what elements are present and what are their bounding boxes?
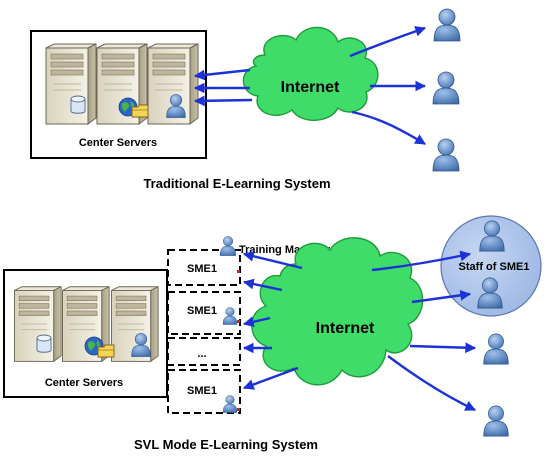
cloud-label: Internet bbox=[281, 79, 340, 96]
user-icon bbox=[483, 405, 509, 437]
status-dot bbox=[237, 408, 240, 411]
traditional-diagram: Center Servers Internet Traditional E-Le… bbox=[30, 8, 461, 191]
user-icon bbox=[219, 236, 237, 256]
sme-slot-label: ... bbox=[197, 348, 206, 360]
user-icon bbox=[432, 71, 460, 105]
arrow-icon bbox=[242, 250, 477, 412]
database-icon bbox=[70, 95, 86, 114]
sme-slot-label: SME1 bbox=[187, 385, 217, 397]
status-dot bbox=[237, 320, 240, 323]
status-dot bbox=[237, 270, 240, 273]
arrow-icon bbox=[193, 26, 427, 146]
svl-diagram: Center Servers SME1 SME1 ... SME1 Traini… bbox=[3, 215, 542, 452]
staff-label: Staff of SME1 bbox=[459, 261, 530, 273]
folder-icon bbox=[131, 104, 149, 118]
cloud-icon bbox=[251, 237, 424, 386]
database-icon bbox=[36, 334, 52, 353]
sme-column bbox=[167, 249, 241, 414]
diagram-caption: Traditional E-Learning System bbox=[143, 176, 330, 191]
user-icon bbox=[432, 138, 460, 172]
servers-label: Center Servers bbox=[45, 377, 123, 389]
folder-icon bbox=[97, 344, 115, 358]
servers-label: Center Servers bbox=[79, 137, 157, 149]
cloud-icon bbox=[242, 26, 379, 121]
user-icon bbox=[433, 8, 461, 42]
user-icon bbox=[483, 333, 509, 365]
cloud-label: Internet bbox=[316, 320, 375, 337]
diagram-caption: SVL Mode E-Learning System bbox=[134, 437, 318, 452]
sme-slot-label: SME1 bbox=[187, 263, 217, 275]
sme-slot-label: SME1 bbox=[187, 305, 217, 317]
